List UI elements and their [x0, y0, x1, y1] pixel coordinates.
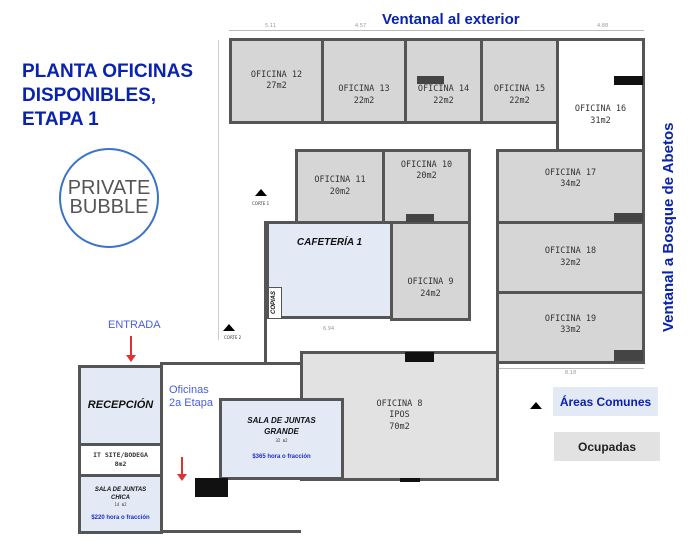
- meeting-room-large[interactable]: SALA DE JUNTAS GRANDE 32 m2 $365 hora o …: [219, 398, 344, 480]
- dimension: 8.18: [565, 370, 577, 376]
- dimension: 4.57: [355, 23, 367, 29]
- right-window-label: Ventanal a Bosque de Abetos: [660, 122, 677, 333]
- top-window-label: Ventanal al exterior: [382, 11, 520, 28]
- logo: PRIVATE BUBBLE: [59, 148, 159, 248]
- section-marker-icon: [223, 324, 235, 331]
- reception[interactable]: RECEPCIÓN: [78, 365, 163, 446]
- entrance-arrow-icon: [126, 336, 136, 362]
- stage2-arrow-icon: [177, 457, 187, 481]
- cafeteria[interactable]: CAFETERÍA 1: [266, 221, 393, 319]
- dimension: 6.94: [323, 326, 335, 332]
- dimension: 5.11: [265, 23, 277, 29]
- section-marker-icon: [530, 402, 542, 409]
- dimension: 4.88: [597, 23, 609, 29]
- meeting-room-small[interactable]: SALA DE JUNTAS CHICA 14 m2 $220 hora o f…: [78, 474, 163, 534]
- legend-common-areas: Áreas Comunes: [553, 387, 658, 416]
- page-title: PLANTA OFICINAS DISPONIBLES, ETAPA 1: [22, 61, 193, 130]
- copy-area: COPIAS: [268, 287, 282, 319]
- entrance-label: ENTRADA: [108, 319, 161, 331]
- legend-occupied: Ocupadas: [554, 432, 660, 461]
- section-marker-icon: [255, 189, 267, 196]
